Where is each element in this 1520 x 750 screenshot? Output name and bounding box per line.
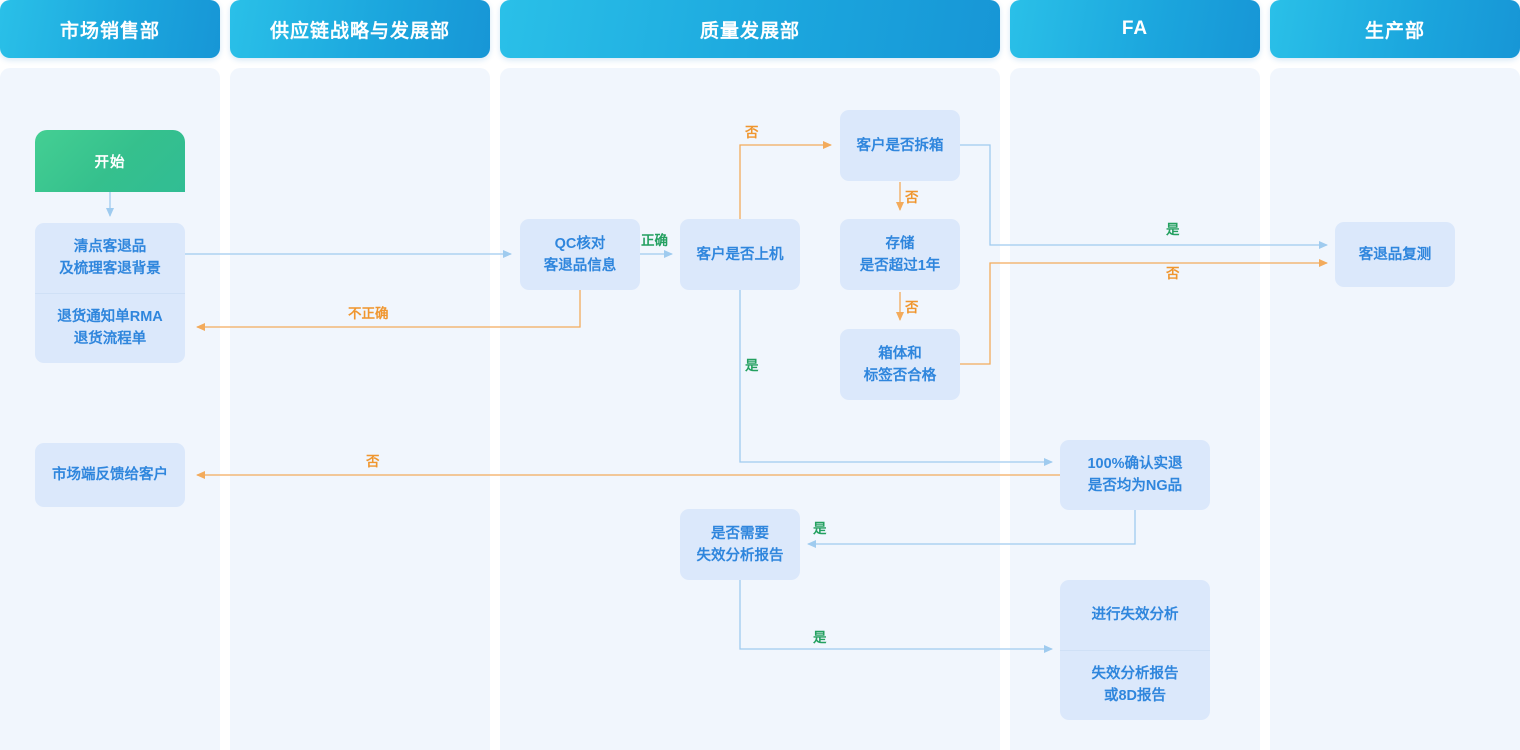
node-need-fa-report[interactable]: 是否需要 失效分析报告 <box>680 509 800 580</box>
node-start[interactable]: 开始 <box>35 130 185 192</box>
lane-header-supply[interactable]: 供应链战略与发展部 <box>230 0 490 58</box>
node-retest[interactable]: 客退品复测 <box>1335 222 1455 287</box>
edge-label-no-market: 否 <box>366 454 380 469</box>
node-need-fa-report-line2: 失效分析报告 <box>696 547 784 564</box>
lane-header-quality[interactable]: 质量发展部 <box>500 0 1000 58</box>
node-count-returns-line1: 清点客退品 <box>73 238 147 255</box>
node-box-label-ok-line2: 标签否合格 <box>863 367 937 384</box>
node-fa-report-line2: 或8D报告 <box>1103 688 1167 705</box>
node-customer-onboard-line1: 客户是否上机 <box>696 246 784 263</box>
node-customer-onboard[interactable]: 客户是否上机 <box>680 219 800 290</box>
node-do-fa-line1: 进行失效分析 <box>1091 606 1179 623</box>
node-market-feedback-line1: 市场端反馈给客户 <box>52 467 168 483</box>
node-count-returns-line2: 及梳理客退背景 <box>59 260 161 277</box>
node-need-fa-report-line1: 是否需要 <box>711 525 769 542</box>
node-rma-form-line1: 退货通知单RMA <box>57 309 163 326</box>
node-storage-1y-line1: 存储 <box>885 235 915 252</box>
node-market-feedback[interactable]: 市场端反馈给客户 <box>35 443 185 507</box>
edge-label-yes-needfa: 是 <box>813 521 827 536</box>
node-retest-line1: 客退品复测 <box>1358 246 1432 263</box>
edge-label-incorrect: 不正确 <box>348 306 389 321</box>
lane-header-production-label: 生产部 <box>1364 20 1425 42</box>
lane-body-supply <box>230 68 490 750</box>
node-rma-form[interactable]: 退货通知单RMA 退货流程单 <box>35 292 185 364</box>
node-box-label-ok-line1: 箱体和 <box>878 345 922 362</box>
node-storage-1y-line2: 是否超过1年 <box>859 257 941 274</box>
node-count-returns[interactable]: 清点客退品 及梳理客退背景 <box>35 223 185 293</box>
node-confirm-ng-line2: 是否均为NG品 <box>1087 478 1183 494</box>
edge-label-correct: 正确 <box>641 233 668 248</box>
node-qc-check-line1: QC核对 <box>554 235 606 252</box>
node-fa-report-line1: 失效分析报告 <box>1091 666 1179 683</box>
lane-header-sales[interactable]: 市场销售部 <box>0 0 220 58</box>
node-confirm-ng[interactable]: 100%确认实退 是否均为NG品 <box>1060 440 1210 510</box>
node-confirm-ng-line1: 100%确认实退 <box>1087 456 1183 472</box>
lane-header-fa[interactable]: FA <box>1010 0 1260 58</box>
node-box-label-ok[interactable]: 箱体和 标签否合格 <box>840 329 960 400</box>
node-customer-unbox-line1: 客户是否拆箱 <box>856 137 944 154</box>
edge-label-no-storage: 否 <box>905 190 919 205</box>
node-qc-check-line2: 客退品信息 <box>543 257 617 274</box>
lane-header-sales-label: 市场销售部 <box>59 20 160 42</box>
node-rma-form-line2: 退货流程单 <box>73 331 147 348</box>
lane-header-production[interactable]: 生产部 <box>1270 0 1520 58</box>
edge-label-yes-onboard: 是 <box>745 358 759 373</box>
node-customer-unbox[interactable]: 客户是否拆箱 <box>840 110 960 181</box>
node-qc-check[interactable]: QC核对 客退品信息 <box>520 219 640 290</box>
lane-header-quality-label: 质量发展部 <box>699 20 800 42</box>
node-group-fa[interactable]: 进行失效分析 失效分析报告 或8D报告 <box>1060 580 1210 720</box>
edge-label-yes-retest: 是 <box>1166 222 1180 237</box>
edge-label-no-retest: 否 <box>1166 266 1180 281</box>
edge-label-yes-dofa: 是 <box>813 630 827 645</box>
node-do-fa[interactable]: 进行失效分析 <box>1060 580 1210 650</box>
lane-header-supply-label: 供应链战略与发展部 <box>269 20 450 42</box>
node-start-label: 开始 <box>94 154 126 171</box>
lane-header-fa-label: FA <box>1121 18 1149 39</box>
edge-label-no-boxlabel: 否 <box>905 300 919 315</box>
node-storage-1y[interactable]: 存储 是否超过1年 <box>840 219 960 290</box>
edge-label-no-unbox: 否 <box>745 125 759 140</box>
node-group-count-rma[interactable]: 清点客退品 及梳理客退背景 退货通知单RMA 退货流程单 <box>35 223 185 363</box>
node-fa-report[interactable]: 失效分析报告 或8D报告 <box>1060 649 1210 721</box>
lane-body-production <box>1270 68 1520 750</box>
